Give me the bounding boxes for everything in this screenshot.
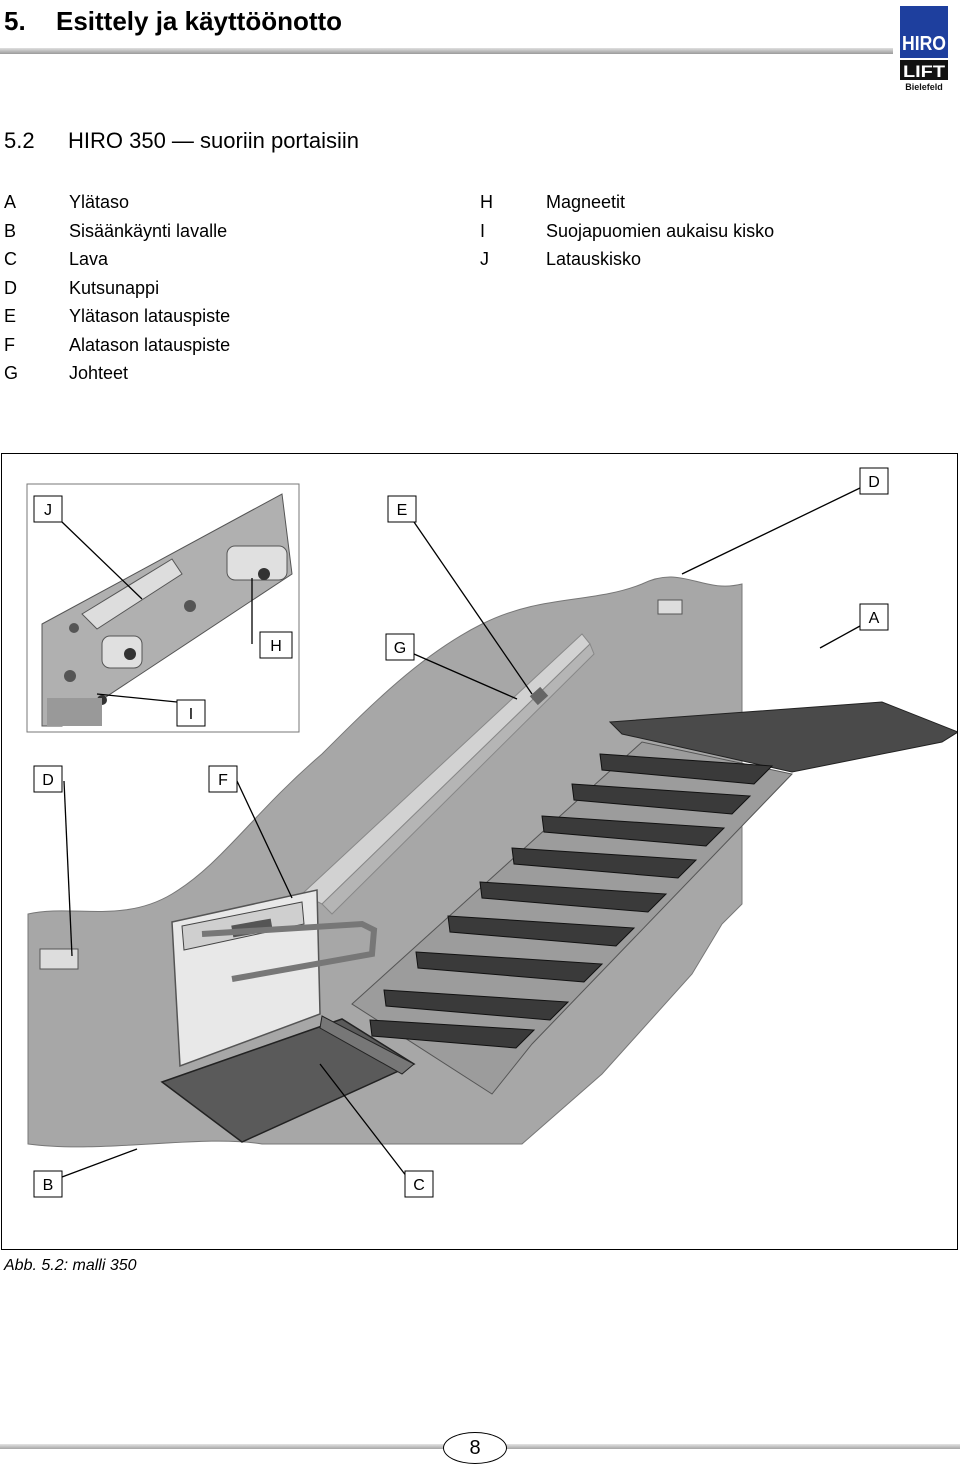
svg-text:J: J	[44, 502, 52, 519]
magnet-detail-inset	[26, 483, 300, 733]
callout-J: J	[33, 495, 63, 523]
header-rule	[0, 48, 893, 54]
section-title: HIRO 350 — suoriin portaisiin	[68, 128, 360, 153]
svg-text:B: B	[43, 1177, 54, 1194]
stair-treads	[369, 753, 774, 1049]
callout-I: I	[176, 699, 206, 727]
logo-city: Bielefeld	[905, 82, 943, 92]
hiro-lift-logo: HIRO LIFT Bielefeld	[900, 6, 948, 92]
platform-ramp	[319, 1015, 415, 1075]
svg-text:G: G	[394, 640, 406, 657]
callout-E: E	[387, 495, 417, 523]
callout-G: G	[385, 633, 415, 661]
svg-text:D: D	[868, 474, 880, 491]
figure-caption: Abb. 5.2: malli 350	[4, 1257, 137, 1274]
guide-rail-edge	[321, 643, 595, 915]
chapter-heading: 5. Esittely ja käyttöönotto	[4, 6, 342, 37]
call-button-lower	[39, 948, 79, 970]
section-heading: 5.2 HIRO 350 — suoriin portaisiin	[4, 128, 359, 154]
callout-C: C	[404, 1170, 434, 1198]
call-button-upper	[657, 599, 683, 615]
svg-text:A: A	[869, 610, 880, 627]
chapter-title: Esittely ja käyttöönotto	[56, 6, 343, 36]
svg-text:I: I	[189, 706, 193, 723]
callout-leaders	[61, 487, 861, 1178]
upper-landing	[608, 701, 957, 773]
callout-B: B	[33, 1170, 63, 1198]
callout-D-bottom: D	[33, 765, 63, 793]
logo-brand-mid: LIFT	[903, 62, 946, 81]
svg-text:E: E	[397, 502, 408, 519]
callout-D-top: D	[859, 467, 889, 495]
page-number: 8	[443, 1432, 507, 1464]
callout-F: F	[208, 765, 238, 793]
section-number: 5.2	[4, 128, 35, 153]
callout-A: A	[859, 603, 889, 631]
chapter-number: 5.	[4, 6, 26, 36]
callout-H: H	[259, 631, 293, 659]
stairlift-illustration: J E D A H G I D F B C	[26, 467, 957, 1198]
lift-illustration-figure: J E D A H G I D F B C	[1, 453, 958, 1250]
safety-bar	[201, 920, 378, 982]
svg-text:H: H	[270, 638, 282, 655]
logo-brand-top: HIRO	[902, 33, 946, 55]
svg-text:D: D	[42, 772, 54, 789]
svg-text:C: C	[413, 1177, 425, 1194]
svg-text:F: F	[218, 772, 228, 789]
charging-point-upper	[529, 686, 549, 706]
